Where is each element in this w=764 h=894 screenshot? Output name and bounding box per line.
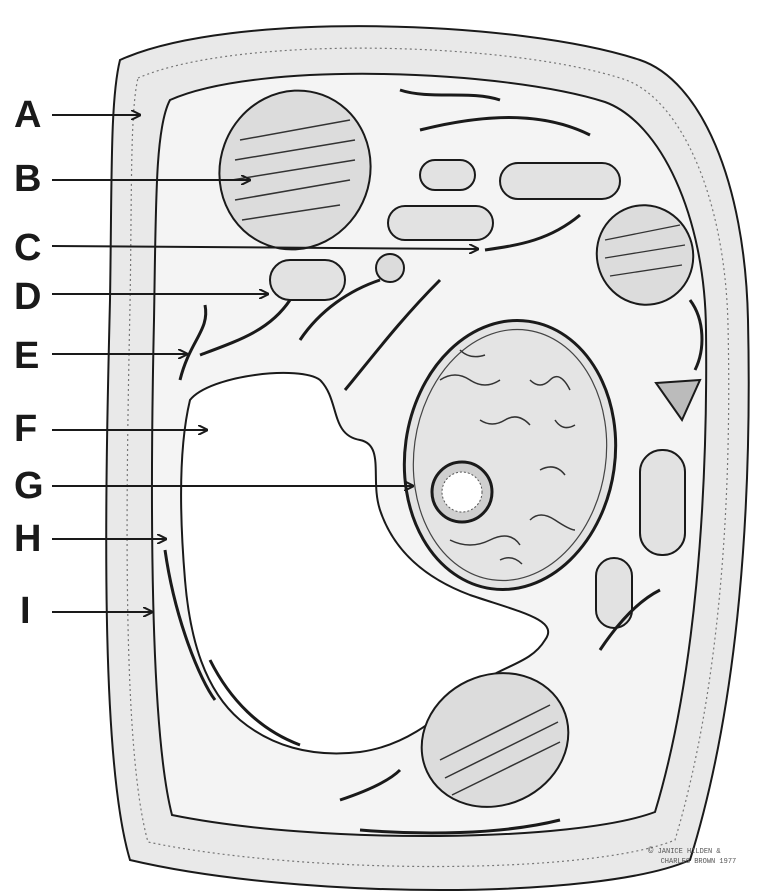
arrow-c: [52, 246, 478, 249]
copyright-symbol: ©: [648, 846, 653, 856]
credit-line-1: JANICE HILDEN &: [658, 848, 721, 856]
credit-line-2: CHARLES BROWN 1977: [661, 858, 737, 866]
artist-credit: © JANICE HILDEN & CHARLES BROWN 1977: [648, 846, 736, 867]
